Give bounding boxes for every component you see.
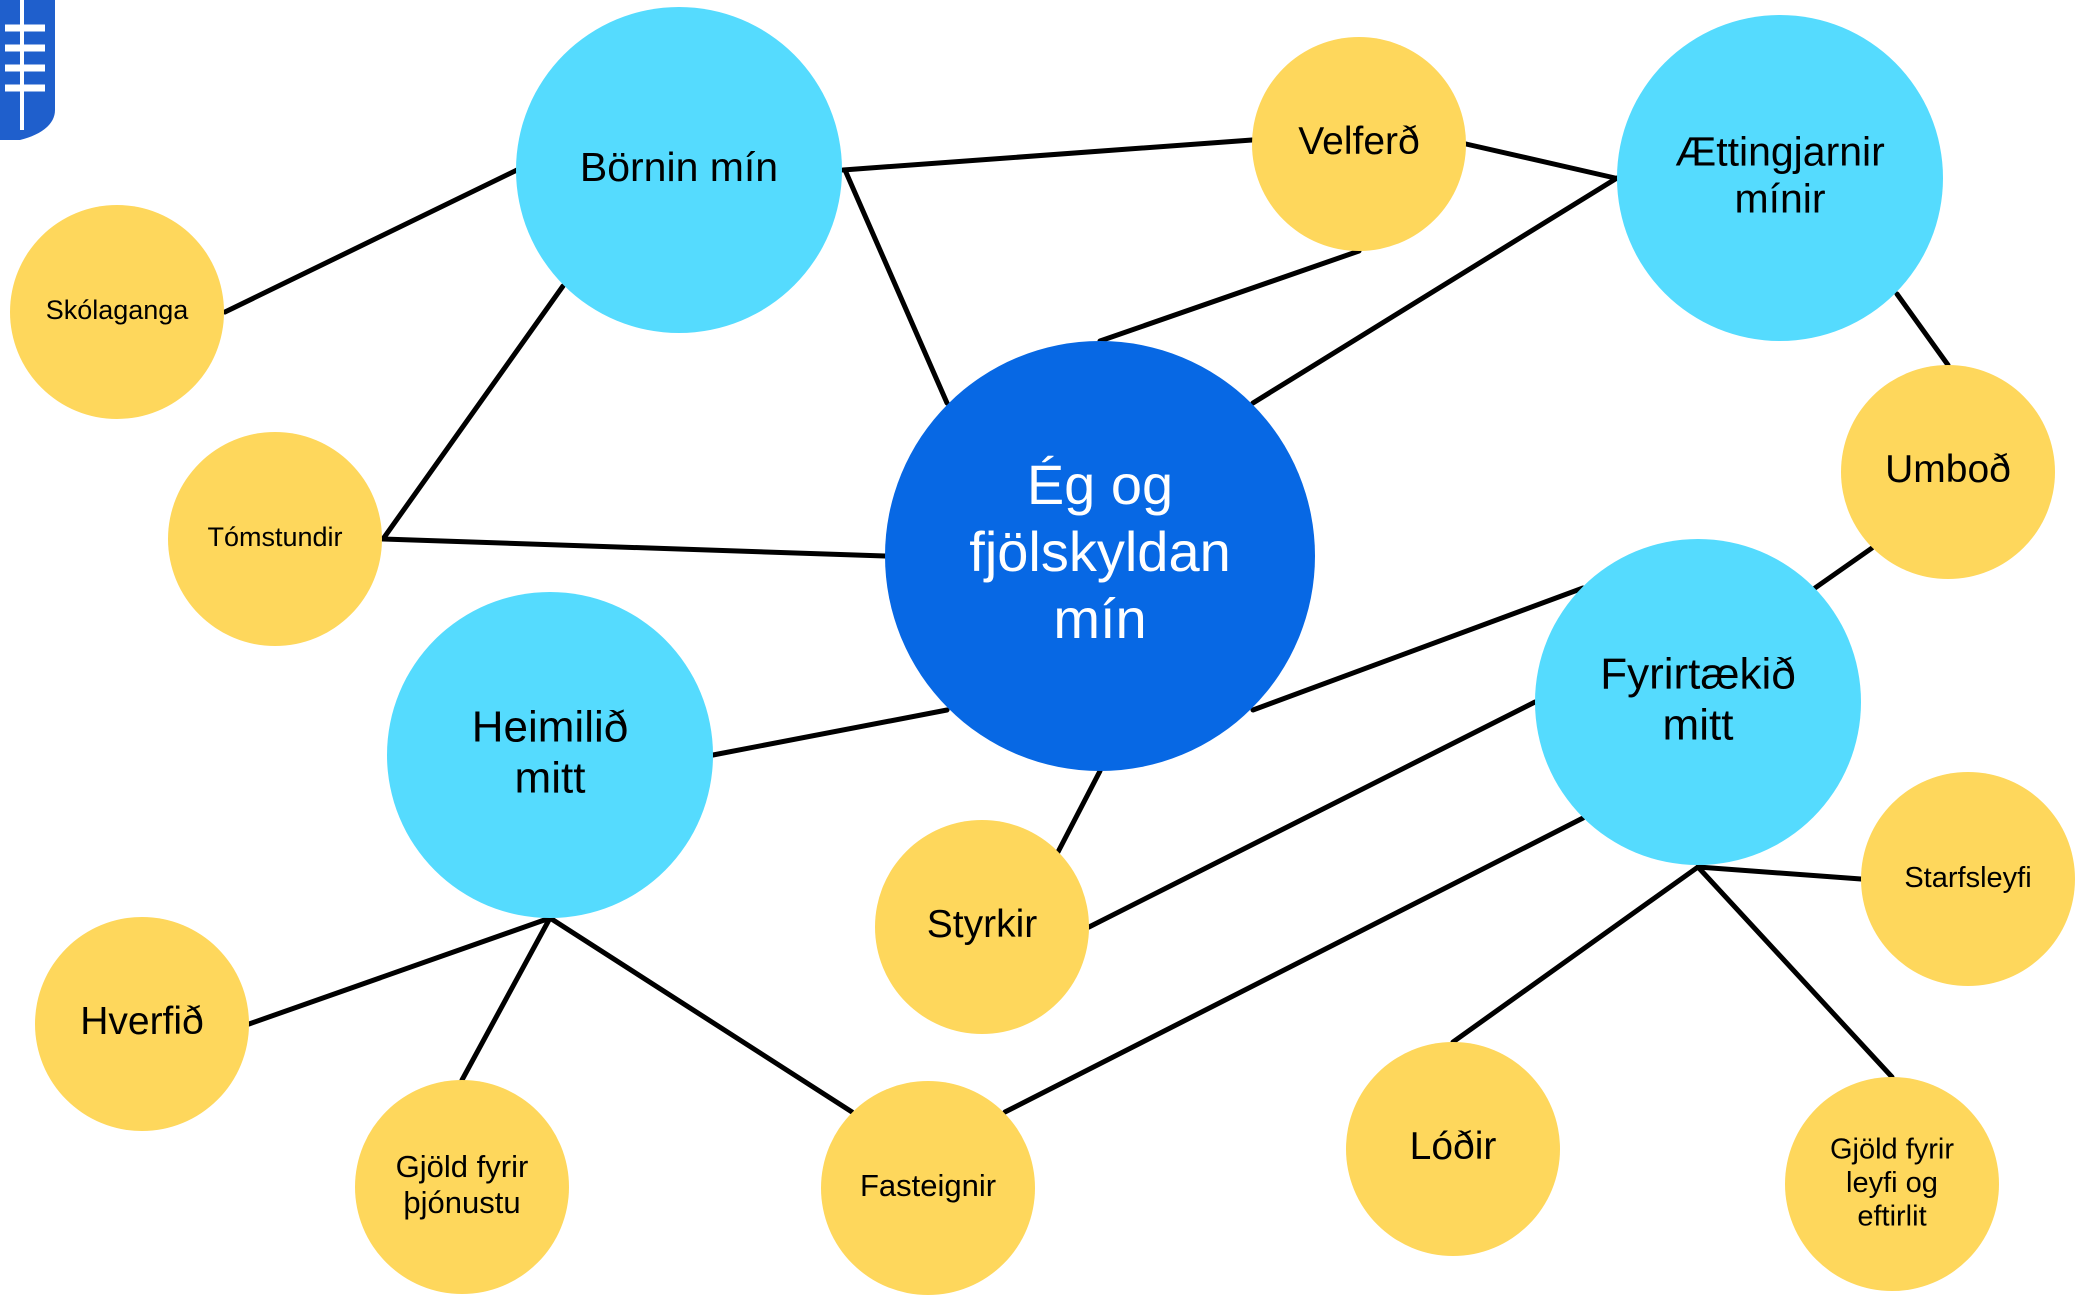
edge-bornin-velferd bbox=[840, 137, 1255, 173]
edge-fyrirtaekid-gjold-leyfi bbox=[1695, 864, 1895, 1080]
edge-heimilid-fasteignir bbox=[547, 915, 855, 1115]
edge-bornin-center bbox=[842, 167, 950, 406]
edge-fasteignir-fyrirtaekid bbox=[1002, 815, 1586, 1115]
edge-heimilid-hverfid bbox=[246, 915, 553, 1027]
edge-fyrirtaekid-lodir bbox=[1450, 864, 1701, 1045]
node-umbod: Umboð bbox=[1841, 365, 2055, 579]
node-label-line: Skólaganga bbox=[46, 295, 190, 325]
edge-styrkir-fyrirtaekid bbox=[1086, 699, 1538, 930]
node-label-line: mínir bbox=[1734, 175, 1825, 221]
node-label-line: Börnin mín bbox=[580, 144, 778, 190]
node-label-fasteignir: Fasteignir bbox=[860, 1168, 996, 1203]
node-label-line: Gjöld fyrir bbox=[396, 1149, 529, 1184]
node-label-lodir: Lóðir bbox=[1410, 1125, 1497, 1168]
edge-center-fyrirtaekid bbox=[1250, 585, 1586, 713]
node-label-umbod: Umboð bbox=[1885, 448, 2011, 491]
node-circle-umbod bbox=[1841, 365, 2055, 579]
node-label-velferd: Velferð bbox=[1298, 120, 1419, 163]
edge-fyrirtaekid-starfsleyfi bbox=[1695, 864, 1864, 882]
node-circle-fasteignir bbox=[821, 1081, 1035, 1295]
node-label-styrkir: Styrkir bbox=[927, 903, 1038, 946]
node-circle-tomstundir bbox=[168, 432, 382, 646]
node-label-line: Heimilið bbox=[472, 702, 628, 751]
node-label-line: Starfsleyfi bbox=[1904, 862, 2031, 894]
node-circle-starfsleyfi bbox=[1861, 772, 2075, 986]
node-label-line: Umboð bbox=[1885, 448, 2011, 491]
node-label-line: Ég og bbox=[1027, 453, 1173, 516]
edge-tomstundir-center bbox=[380, 536, 888, 559]
node-label-skolaganga: Skólaganga bbox=[46, 295, 190, 325]
node-circle-heimilid bbox=[387, 592, 713, 918]
node-label-line: eftirlit bbox=[1857, 1200, 1926, 1232]
edge-center-styrkir bbox=[1055, 768, 1103, 855]
edge-velferd-center bbox=[1097, 248, 1362, 344]
node-circle-lodir bbox=[1346, 1042, 1560, 1256]
node-skolaganga: Skólaganga bbox=[10, 205, 224, 419]
node-circle-gjold-leyfi bbox=[1785, 1077, 1999, 1291]
node-label-bornin: Börnin mín bbox=[580, 144, 778, 190]
coat-of-arms-logo-icon bbox=[0, 0, 55, 140]
node-fasteignir: Fasteignir bbox=[821, 1081, 1035, 1295]
node-styrkir: Styrkir bbox=[875, 820, 1089, 1034]
node-label-line: leyfi og bbox=[1846, 1167, 1938, 1199]
node-label-line: mitt bbox=[1663, 700, 1734, 749]
node-bornin: Börnin mín bbox=[516, 7, 842, 333]
edge-center-heimilid bbox=[710, 707, 950, 758]
node-label-line: Styrkir bbox=[927, 903, 1038, 946]
node-starfsleyfi: Starfsleyfi bbox=[1861, 772, 2075, 986]
node-label-line: Gjöld fyrir bbox=[1830, 1133, 1954, 1165]
node-circle-center bbox=[885, 341, 1315, 771]
edge-aettingjar-center bbox=[1250, 175, 1620, 406]
node-label-line: Ættingjarnir bbox=[1675, 128, 1885, 174]
node-circle-fyrirtaekid bbox=[1535, 539, 1861, 865]
node-lodir: Lóðir bbox=[1346, 1042, 1560, 1256]
node-circle-hverfid bbox=[35, 917, 249, 1131]
node-label-hverfid: Hverfið bbox=[80, 1000, 204, 1043]
node-label-tomstundir: Tómstundir bbox=[207, 522, 342, 552]
node-label-line: mín bbox=[1053, 587, 1146, 650]
node-circle-gjold-thjonustu bbox=[355, 1080, 569, 1294]
edge-bornin-skolaganga bbox=[222, 167, 520, 315]
node-label-line: mitt bbox=[515, 753, 586, 802]
edge-velferd-aettingjar bbox=[1463, 141, 1618, 181]
node-label-line: Tómstundir bbox=[207, 522, 342, 552]
node-circle-velferd bbox=[1252, 37, 1466, 251]
node-velferd: Velferð bbox=[1252, 37, 1466, 251]
node-tomstundir: Tómstundir bbox=[168, 432, 382, 646]
edge-umbod-fyrirtaekid bbox=[1812, 545, 1875, 591]
edge-aettingjar-umbod bbox=[1894, 291, 1951, 368]
node-label-line: fjölskyldan bbox=[969, 520, 1230, 583]
node-circle-styrkir bbox=[875, 820, 1089, 1034]
node-label-line: Lóðir bbox=[1410, 1125, 1497, 1168]
edge-heimilid-gjold-thjonustu bbox=[459, 915, 553, 1083]
node-label-starfsleyfi: Starfsleyfi bbox=[1904, 862, 2031, 894]
node-circle-skolaganga bbox=[10, 205, 224, 419]
node-circle-aettingjar bbox=[1617, 15, 1943, 341]
edges bbox=[222, 137, 1951, 1115]
edge-bornin-tomstundir bbox=[380, 283, 566, 542]
node-label-line: þjónustu bbox=[403, 1185, 520, 1220]
node-label-line: Fyrirtækið bbox=[1600, 649, 1796, 698]
node-label-line: Fasteignir bbox=[860, 1168, 996, 1203]
node-label-line: Velferð bbox=[1298, 120, 1419, 163]
node-hverfid: Hverfið bbox=[35, 917, 249, 1131]
node-circle-bornin bbox=[516, 7, 842, 333]
node-label-line: Hverfið bbox=[80, 1000, 204, 1043]
